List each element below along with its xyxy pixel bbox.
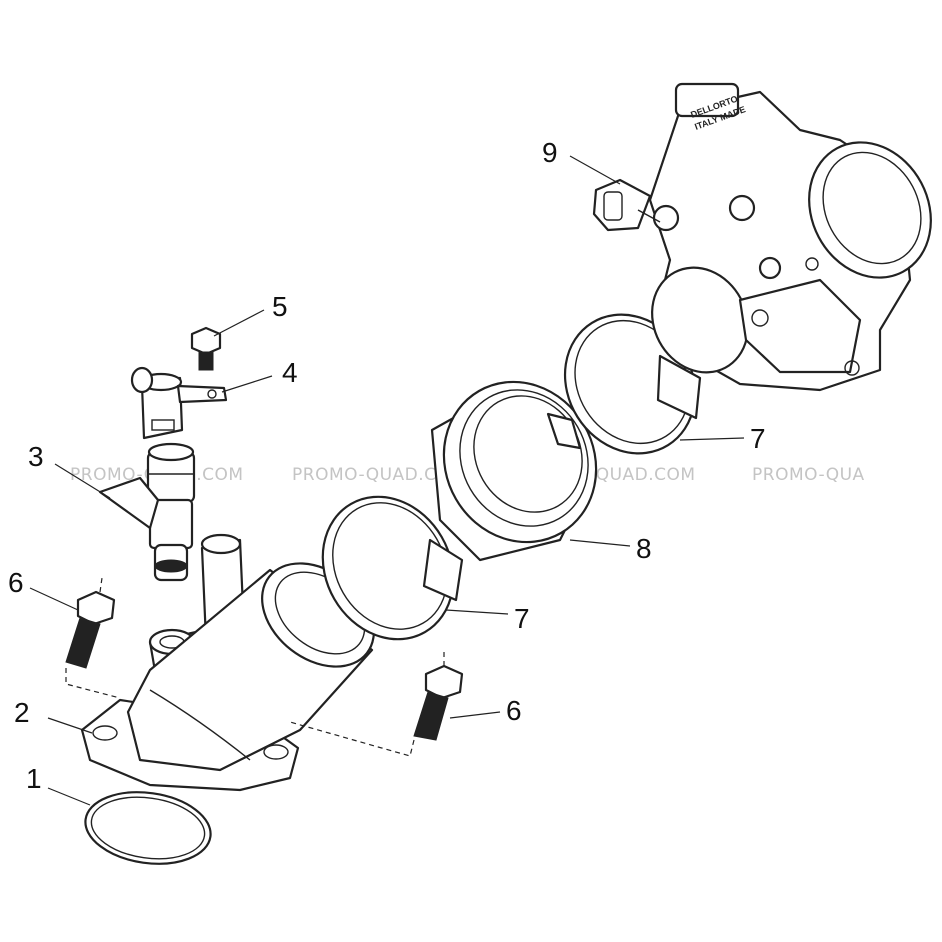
part-2-intake-manifold: [80, 533, 375, 792]
part-5-bolt: [190, 326, 222, 371]
callout-1: 1: [26, 763, 42, 794]
callouts: 1 2 3 4 5 6 6 7 7 8 9: [8, 137, 766, 794]
part-6-bolt-left: [65, 590, 116, 669]
callout-4: 4: [282, 357, 298, 388]
part-7-clamp-lower: [321, 495, 464, 641]
part-1-o-ring: [84, 791, 212, 865]
callout-5: 5: [272, 291, 288, 322]
part-7-clamp-upper: [563, 313, 702, 455]
callout-7-lower: 7: [514, 603, 530, 634]
callout-3: 3: [28, 441, 44, 472]
assembly-lines: [65, 577, 445, 757]
callout-7-upper: 7: [750, 423, 766, 454]
part-6-bolt-right: [413, 664, 464, 741]
part-4-fuel-connector: [130, 366, 228, 440]
part-8-rubber-joint: [430, 380, 598, 562]
callout-6-right: 6: [506, 695, 522, 726]
watermark-text-4: PROMO-QUA: [752, 465, 865, 485]
leader-lines: [29, 155, 745, 806]
callout-9: 9: [542, 137, 558, 168]
part-3-injector: [98, 442, 196, 582]
watermark-text-2: PROMO-QUAD.COM: [292, 465, 466, 485]
callout-2: 2: [14, 697, 30, 728]
callout-8: 8: [636, 533, 652, 564]
part-9-throttle-body: DELLORTO ITALY MADE: [592, 82, 932, 392]
callout-6-left: 6: [8, 567, 24, 598]
